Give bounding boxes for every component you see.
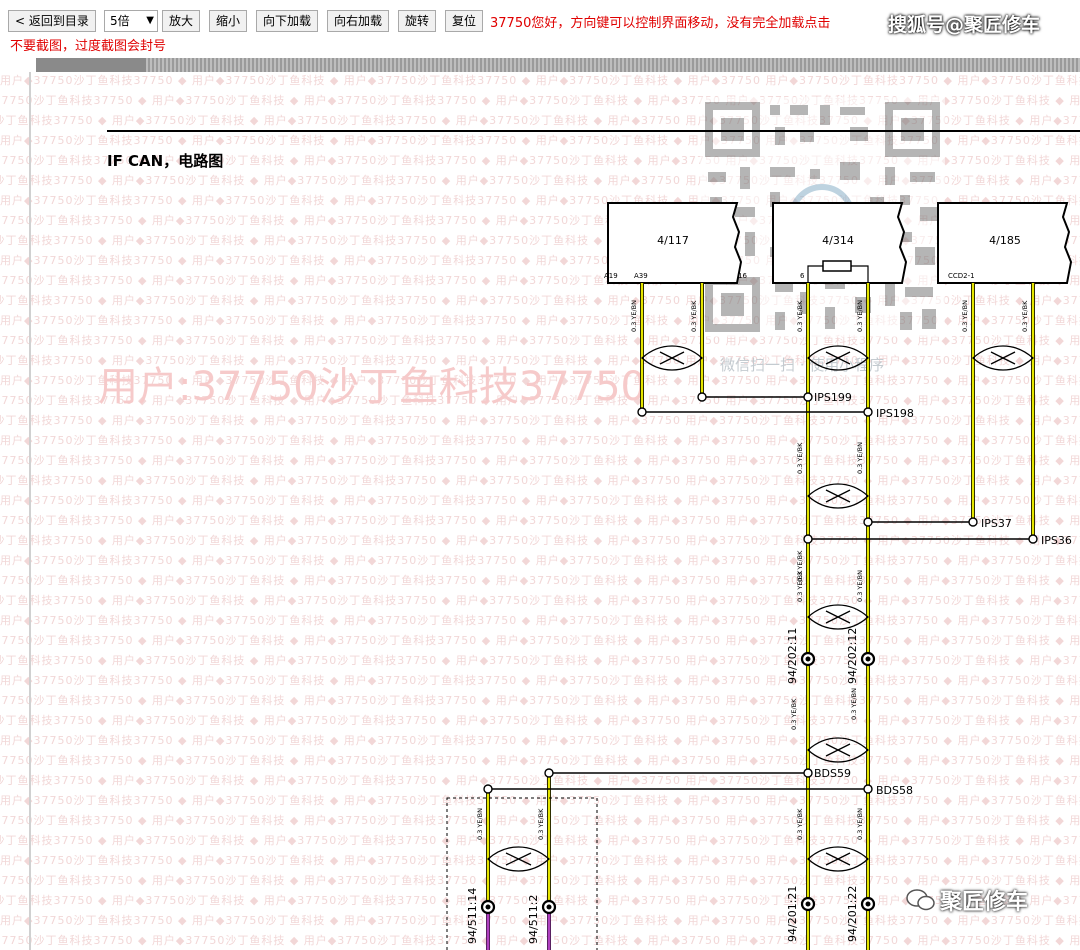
component-4-185[interactable]: 4/185 CCD2-1 [937,202,1073,284]
wechat-icon [906,889,935,911]
horizontal-scrollbar[interactable] [36,58,1080,72]
wire-spec-label: 0.3 YE/BK [796,300,804,332]
wire-spec-label: 0.3 YE/BK [796,550,804,582]
connector-label: 94/201:22 [846,886,859,942]
shielded-section-outline [446,797,598,950]
screenshot-warning: 不要截图，过度截图会封号 [10,39,167,54]
component-id: 4/185 [989,234,1021,247]
component-4-117[interactable]: 4/117 A19 A39 16 [604,202,747,284]
can-wires [486,283,1035,950]
splice-label: BDS58 [876,784,913,797]
connector-label: 94/201:21 [786,886,799,942]
splice-nodes [483,392,1038,794]
wire-spec-label: 0.3 YE/BN [961,300,969,332]
navigation-notice: 37750您好，方向键可以控制界面移动，没有完全加载点击 [490,16,831,31]
connector-label: 94/511:14 [466,888,479,944]
wire-spec-label: 0.3 YE/BN [476,808,484,840]
scrollbar-thumb[interactable] [36,58,146,72]
splice-label: IPS37 [981,517,1012,530]
wire-spec-label: 0.3 YE/BN [856,808,864,840]
wire-spec-label: 0.3 YE/BK [796,570,804,602]
wire-spec-label: 0.3 YE/BK [537,808,545,840]
twisted-pair-icons [487,345,1034,872]
wire-spec-label: 0.3 YE/BK [1021,300,1029,332]
wiring-diagram: 4/117 A19 A39 16 4/314 6 4/185 CCD2-1 [29,72,1080,950]
pin-label: CCD2-1 [948,272,975,280]
connector-label: 94/202:12 [846,628,859,684]
splice-label: IPS36 [1041,534,1072,547]
zoom-level-select[interactable]: 5倍 ▼ [104,10,158,32]
zoom-in-button[interactable]: 放大 [162,10,201,32]
component-id: 4/314 [822,234,854,247]
brand-watermark-top: 搜狐号@聚匠修车 [888,14,1041,36]
wire-spec-label: 0.3 YE/BK [796,808,804,840]
pin-label: 16 [738,272,747,280]
reset-button[interactable]: 复位 [445,10,484,32]
pin-label: 6 [800,272,805,280]
connector-label: 94/511:2 [527,895,540,944]
diagram-canvas[interactable]: 用户◆37750沙丁鱼科技37750 ◆ 用户◆37750沙丁鱼科技 ◆ 用户◆… [0,72,1080,950]
back-to-catalog-button[interactable]: < 返回到目录 [8,10,96,32]
pin-label: A39 [634,272,648,280]
wire-spec-label: 0.3 YE/BK [790,698,798,730]
chevron-down-icon: ▼ [146,15,154,26]
rotate-button[interactable]: 旋转 [398,10,437,32]
splice-label: IPS198 [876,407,914,420]
pin-label: A19 [604,272,618,280]
wire-spec-label: 0.3 YE/BN [856,570,864,602]
load-right-button[interactable]: 向右加载 [327,10,390,32]
wire-spec-label: 0.3 YE/BN [630,300,638,332]
component-4-314[interactable]: 4/314 6 [772,202,908,284]
wire-spec-label: 0.3 YE/BN [856,300,864,332]
user-watermark: 用户:37750沙丁鱼科技37750 [98,364,646,410]
wire-spec-label: 0.3 YE/BN [850,688,858,720]
splice-label: IPS199 [814,391,852,404]
wire-spec-label: 0.3 YE/BK [690,300,698,332]
zoom-level-value: 5倍 [110,14,130,28]
zoom-out-button[interactable]: 缩小 [209,10,248,32]
termination-resistor-icon [822,260,852,272]
connector-label: 94/202:11 [786,628,799,684]
component-id: 4/117 [657,234,689,247]
watermark-row: 用户◆37750沙丁鱼科技37750 ◆ 用户◆37750沙丁鱼科技 ◆ 用户◆… [0,74,1080,87]
connector-pins [480,651,876,915]
splice-label: BDS59 [814,767,851,780]
load-down-button[interactable]: 向下加载 [256,10,319,32]
diagram-title: IF CAN，电路图 [107,152,224,170]
wire-spec-label: 0.3 YE/BN [856,442,864,474]
viewer-toolbar: < 返回到目录 5倍 ▼ 放大 缩小 向下加载 向右加载 旋转 复位 37750… [0,0,1080,58]
splice-lines [488,396,1033,790]
wire-spec-label: 0.3 YE/BK [796,442,804,474]
brand-watermark-bottom: 聚匠修车 [940,890,1029,915]
